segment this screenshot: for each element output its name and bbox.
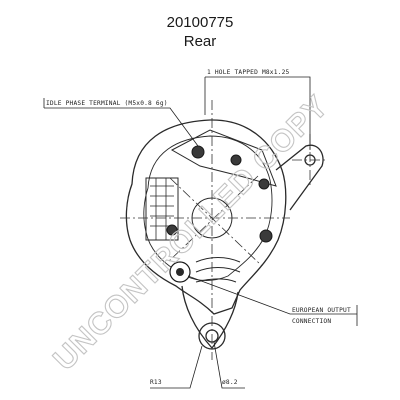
output-stud-inner <box>176 268 184 276</box>
phase-terminal-label: IDLE PHASE TERMINAL (M5x0.8 6g) <box>46 100 168 107</box>
mounting-lug <box>275 144 324 211</box>
part-number: 20100775 <box>166 14 234 31</box>
regulator-fins <box>150 178 174 240</box>
housing-outline <box>125 119 287 315</box>
leader-diameter <box>213 341 245 389</box>
tapped-hole-label: 1 HOLE TAPPED M8x1.25 <box>207 69 290 76</box>
terminal-stud <box>166 224 178 236</box>
leader-output <box>187 275 357 315</box>
diameter-dimension: ø8.2 <box>222 379 238 386</box>
terminal-stud <box>191 145 205 159</box>
centre-line <box>167 175 259 263</box>
leader-phase-terminal <box>44 107 199 147</box>
centre-line <box>169 177 263 267</box>
regulator-block <box>145 177 179 241</box>
output-connection-label-2: CONNECTION <box>292 318 331 325</box>
leader-tapped-hole <box>205 76 311 150</box>
terminal-stud <box>259 229 273 243</box>
radius-dimension: R13 <box>150 379 162 386</box>
housing-inner-rim <box>143 135 273 281</box>
output-connection-label-1: EUROPEAN OUTPUT <box>292 307 351 314</box>
top-cover <box>170 129 277 187</box>
terminal-stud <box>258 178 270 190</box>
leader-radius <box>150 345 203 389</box>
view-label: Rear <box>183 33 217 50</box>
vent-slots <box>195 257 241 283</box>
watermark: UNCONTROLLED COPY <box>46 88 335 377</box>
terminal-stud <box>230 154 242 166</box>
